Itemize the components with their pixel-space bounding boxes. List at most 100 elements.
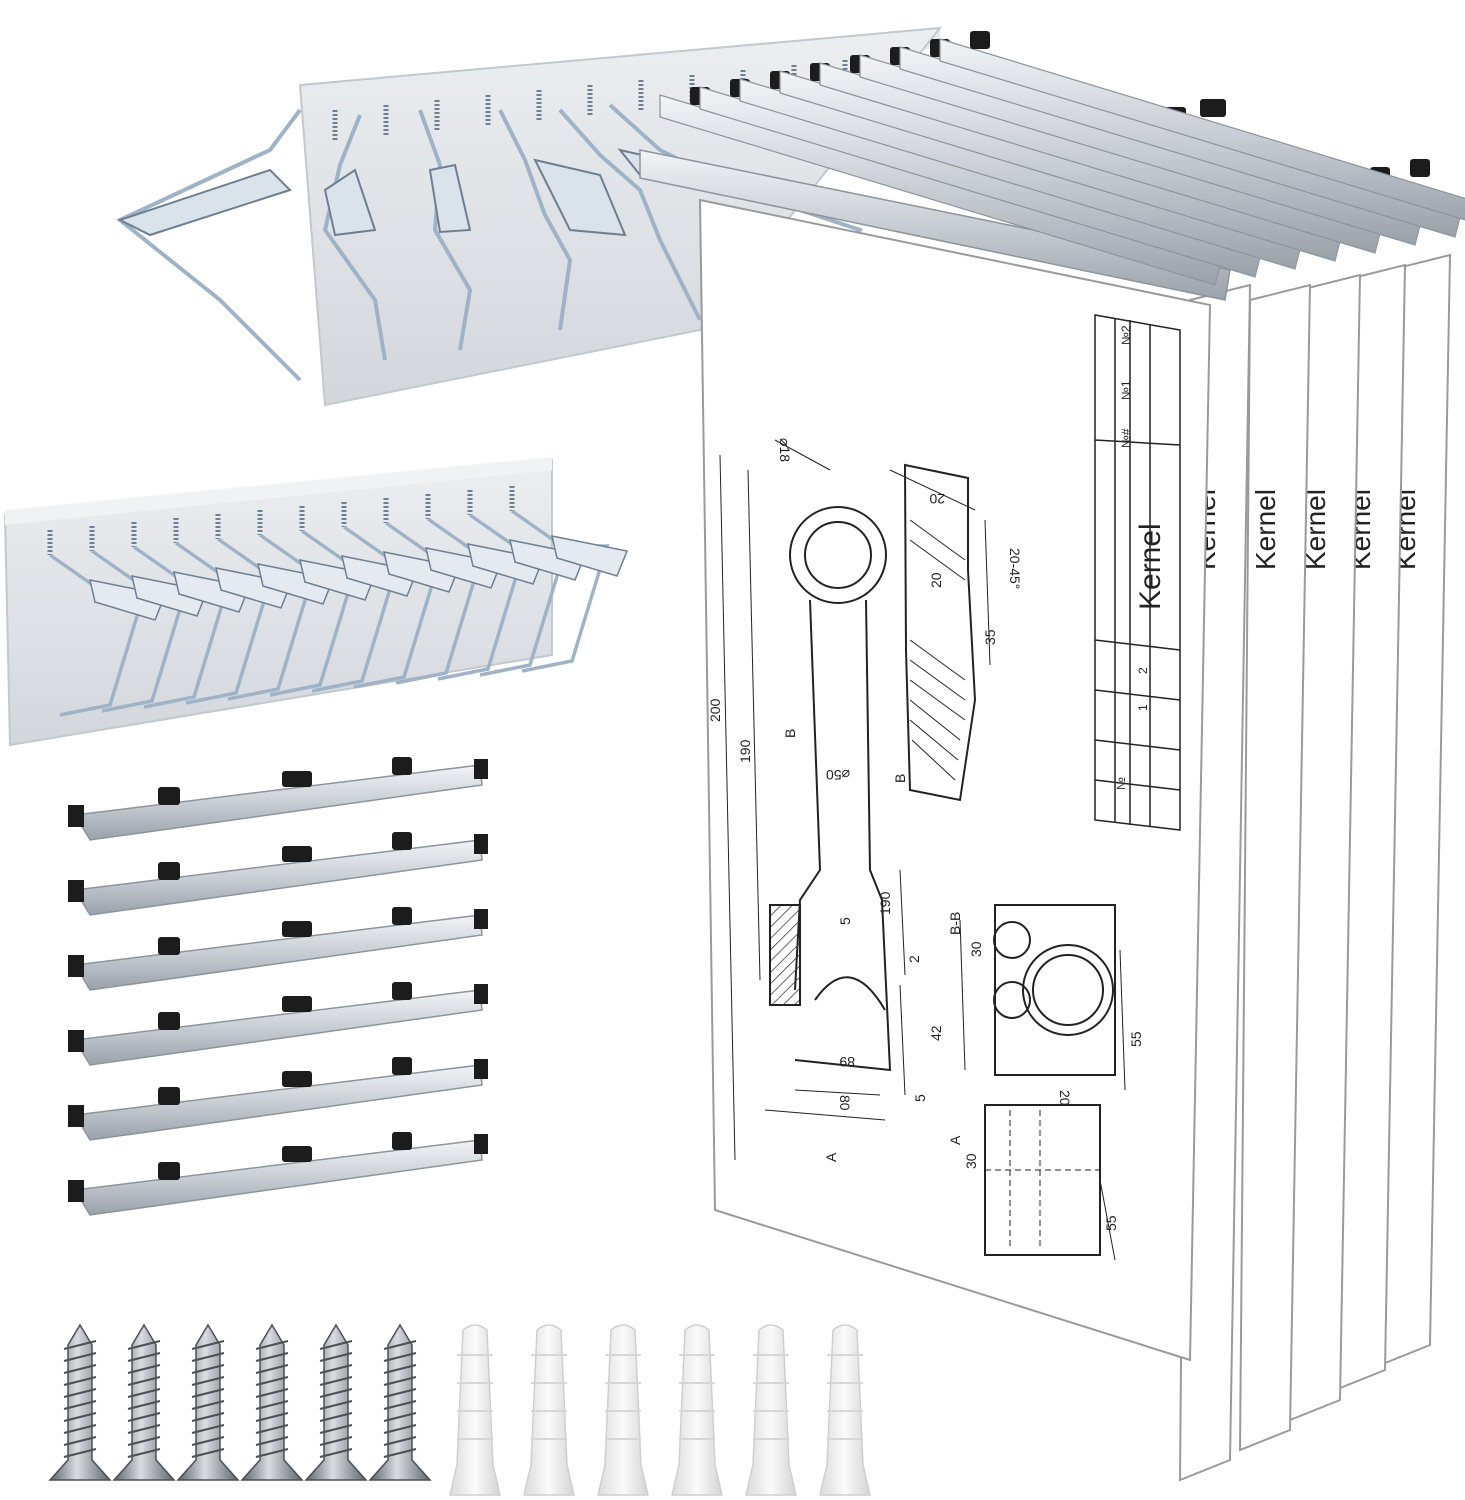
title-col-1: 1 [1136,704,1150,711]
hanging-sheets: KernelKernelKernelKernelKernel [1178,253,1452,1482]
bb-boss [1022,944,1114,1036]
screw-thread [383,1352,417,1362]
screw-thread [63,1388,97,1398]
section-label-b-1: B [782,729,798,738]
bb-view [994,904,1116,1076]
clamp-knob [282,921,312,937]
title-block [1094,314,1181,831]
screw-thread [255,1388,289,1398]
clamp-end-cap [474,909,488,929]
screw-thread [255,1400,289,1410]
dim-200: 200 [707,698,723,722]
screw-thread [319,1340,353,1350]
arm-plate [117,168,292,237]
a-view-lines [985,1110,1100,1250]
swing-arm [116,108,302,382]
section-view [903,463,977,802]
section-label-bb: B-B [947,912,963,935]
mounting-screws [48,1323,432,1481]
screw-thread [383,1388,417,1398]
clamp-knob [282,1071,312,1087]
clamp-bar [73,989,483,1066]
screw-thread [63,1376,97,1386]
screw-thread [255,1352,289,1362]
blueprint-sheet: 200 190 ⌀18 ⌀50 20 20-45° 20 35 190 5 2 … [639,149,1231,1362]
dim-30-b: 30 [963,1153,979,1169]
screw-thread [127,1352,161,1362]
arm-plate [323,168,377,237]
swing-arm [498,109,573,331]
screw-thread [191,1388,225,1398]
drawing-labels: 200 190 ⌀18 ⌀50 20 20-45° 20 35 190 5 2 … [707,325,1167,1231]
clamp-end-cap [474,1059,488,1079]
title-row-1: № [1114,777,1128,790]
screw-thread [319,1448,353,1458]
screw-thread [191,1448,225,1458]
clamp-knob [158,1087,180,1105]
clamp-end-cap [474,834,488,854]
title-row-2: №# [1119,428,1133,448]
screw-thread [63,1424,97,1434]
screw-thread [319,1352,353,1362]
clamp-knob [392,1132,412,1150]
screw-thread [383,1340,417,1350]
screw-thread [191,1340,225,1350]
title-col-2: 2 [1136,667,1150,674]
clamp-knob [392,832,412,850]
screw-thread [191,1412,225,1422]
clamp-bar [939,38,1465,221]
bb-hole-2 [993,981,1031,1019]
rack-spring-pins [47,486,515,555]
screw-thread [127,1412,161,1422]
screw-thread [319,1400,353,1410]
clamp-bar [73,839,483,916]
clamp-bar [73,1139,483,1216]
swing-arm-wires [48,509,629,717]
clamp-knob [282,996,312,1012]
technical-drawing [719,314,1181,1261]
screw-thread [63,1448,97,1458]
screw-thread [255,1412,289,1422]
sheet-brand: Kernel [1250,489,1281,570]
clamp-knob [1200,99,1226,117]
screw-thread [319,1424,353,1434]
arm-plate [551,535,629,577]
screw-body [240,1323,304,1481]
screw-body [176,1323,240,1481]
dim-5: 5 [837,917,853,925]
clamp-knob [392,982,412,1000]
section-label-b-2: B [892,774,908,783]
screw-thread [127,1436,161,1446]
rod-cap [769,904,801,1006]
screw-thread [191,1352,225,1362]
dim-d18: ⌀18 [777,438,793,462]
section-hatch [909,519,966,781]
screw-thread [127,1424,161,1434]
swing-arm [418,109,473,351]
clamp-knob [1410,159,1430,177]
screw-thread [63,1352,97,1362]
clamp-knob [392,757,412,775]
swing-arm [510,509,610,673]
clamp-knob [158,1012,180,1030]
mounted-clamps [659,31,1465,286]
dim-20-b: 20 [928,572,944,588]
screw-thread [127,1376,161,1386]
screw-thread [127,1388,161,1398]
screw-thread [255,1376,289,1386]
screw-thread [255,1424,289,1434]
screw-thread [383,1400,417,1410]
screw-thread [255,1364,289,1374]
screw-thread [63,1340,97,1350]
clamp-end-cap [68,1105,84,1127]
hanging-clamp-bars [68,757,488,1216]
clamp-end-cap [68,955,84,977]
title-row-4: №2 [1119,325,1133,345]
clamp-end-cap [474,759,488,779]
wall-anchors [449,1324,871,1496]
clamp-knob [392,1057,412,1075]
screw-body [48,1323,112,1481]
dim-20-a: 20 [929,491,945,507]
screw-thread [383,1448,417,1458]
rack-panel-lip [5,457,552,525]
